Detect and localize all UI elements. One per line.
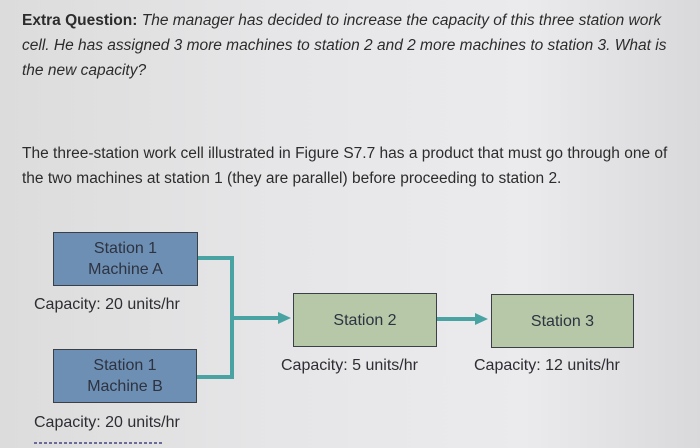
station3-box: Station 3 bbox=[491, 294, 634, 348]
station1-machine-a-box: Station 1 Machine A bbox=[53, 232, 198, 286]
station1-b-line2: Machine B bbox=[87, 378, 163, 395]
station2-box: Station 2 bbox=[293, 293, 437, 347]
arrow-head-icon bbox=[475, 313, 488, 325]
station3-capacity: Capacity: 12 units/hr bbox=[474, 357, 620, 374]
station1-a-capacity: Capacity: 20 units/hr bbox=[34, 296, 180, 313]
arrow-head-icon bbox=[278, 312, 291, 324]
station1-a-line2: Machine A bbox=[88, 261, 163, 278]
question-label: Extra Question: bbox=[22, 12, 138, 29]
station1-machine-b-box: Station 1 Machine B bbox=[53, 349, 197, 403]
station1-a-line1: Station 1 bbox=[93, 240, 158, 257]
station1-merge-line bbox=[197, 256, 234, 379]
question-text: The manager has decided to increase the … bbox=[22, 12, 667, 79]
station2-label: Station 2 bbox=[333, 311, 397, 329]
question-paragraph: Extra Question: The manager has decided … bbox=[22, 8, 692, 83]
station1-b-capacity: Capacity: 20 units/hr bbox=[34, 414, 180, 431]
station3-label: Station 3 bbox=[530, 312, 595, 330]
station2-capacity: Capacity: 5 units/hr bbox=[281, 357, 418, 374]
intro-paragraph: The three-station work cell illustrated … bbox=[22, 145, 668, 187]
station1-b-line1: Station 1 bbox=[93, 357, 157, 374]
dotted-divider bbox=[34, 442, 162, 444]
